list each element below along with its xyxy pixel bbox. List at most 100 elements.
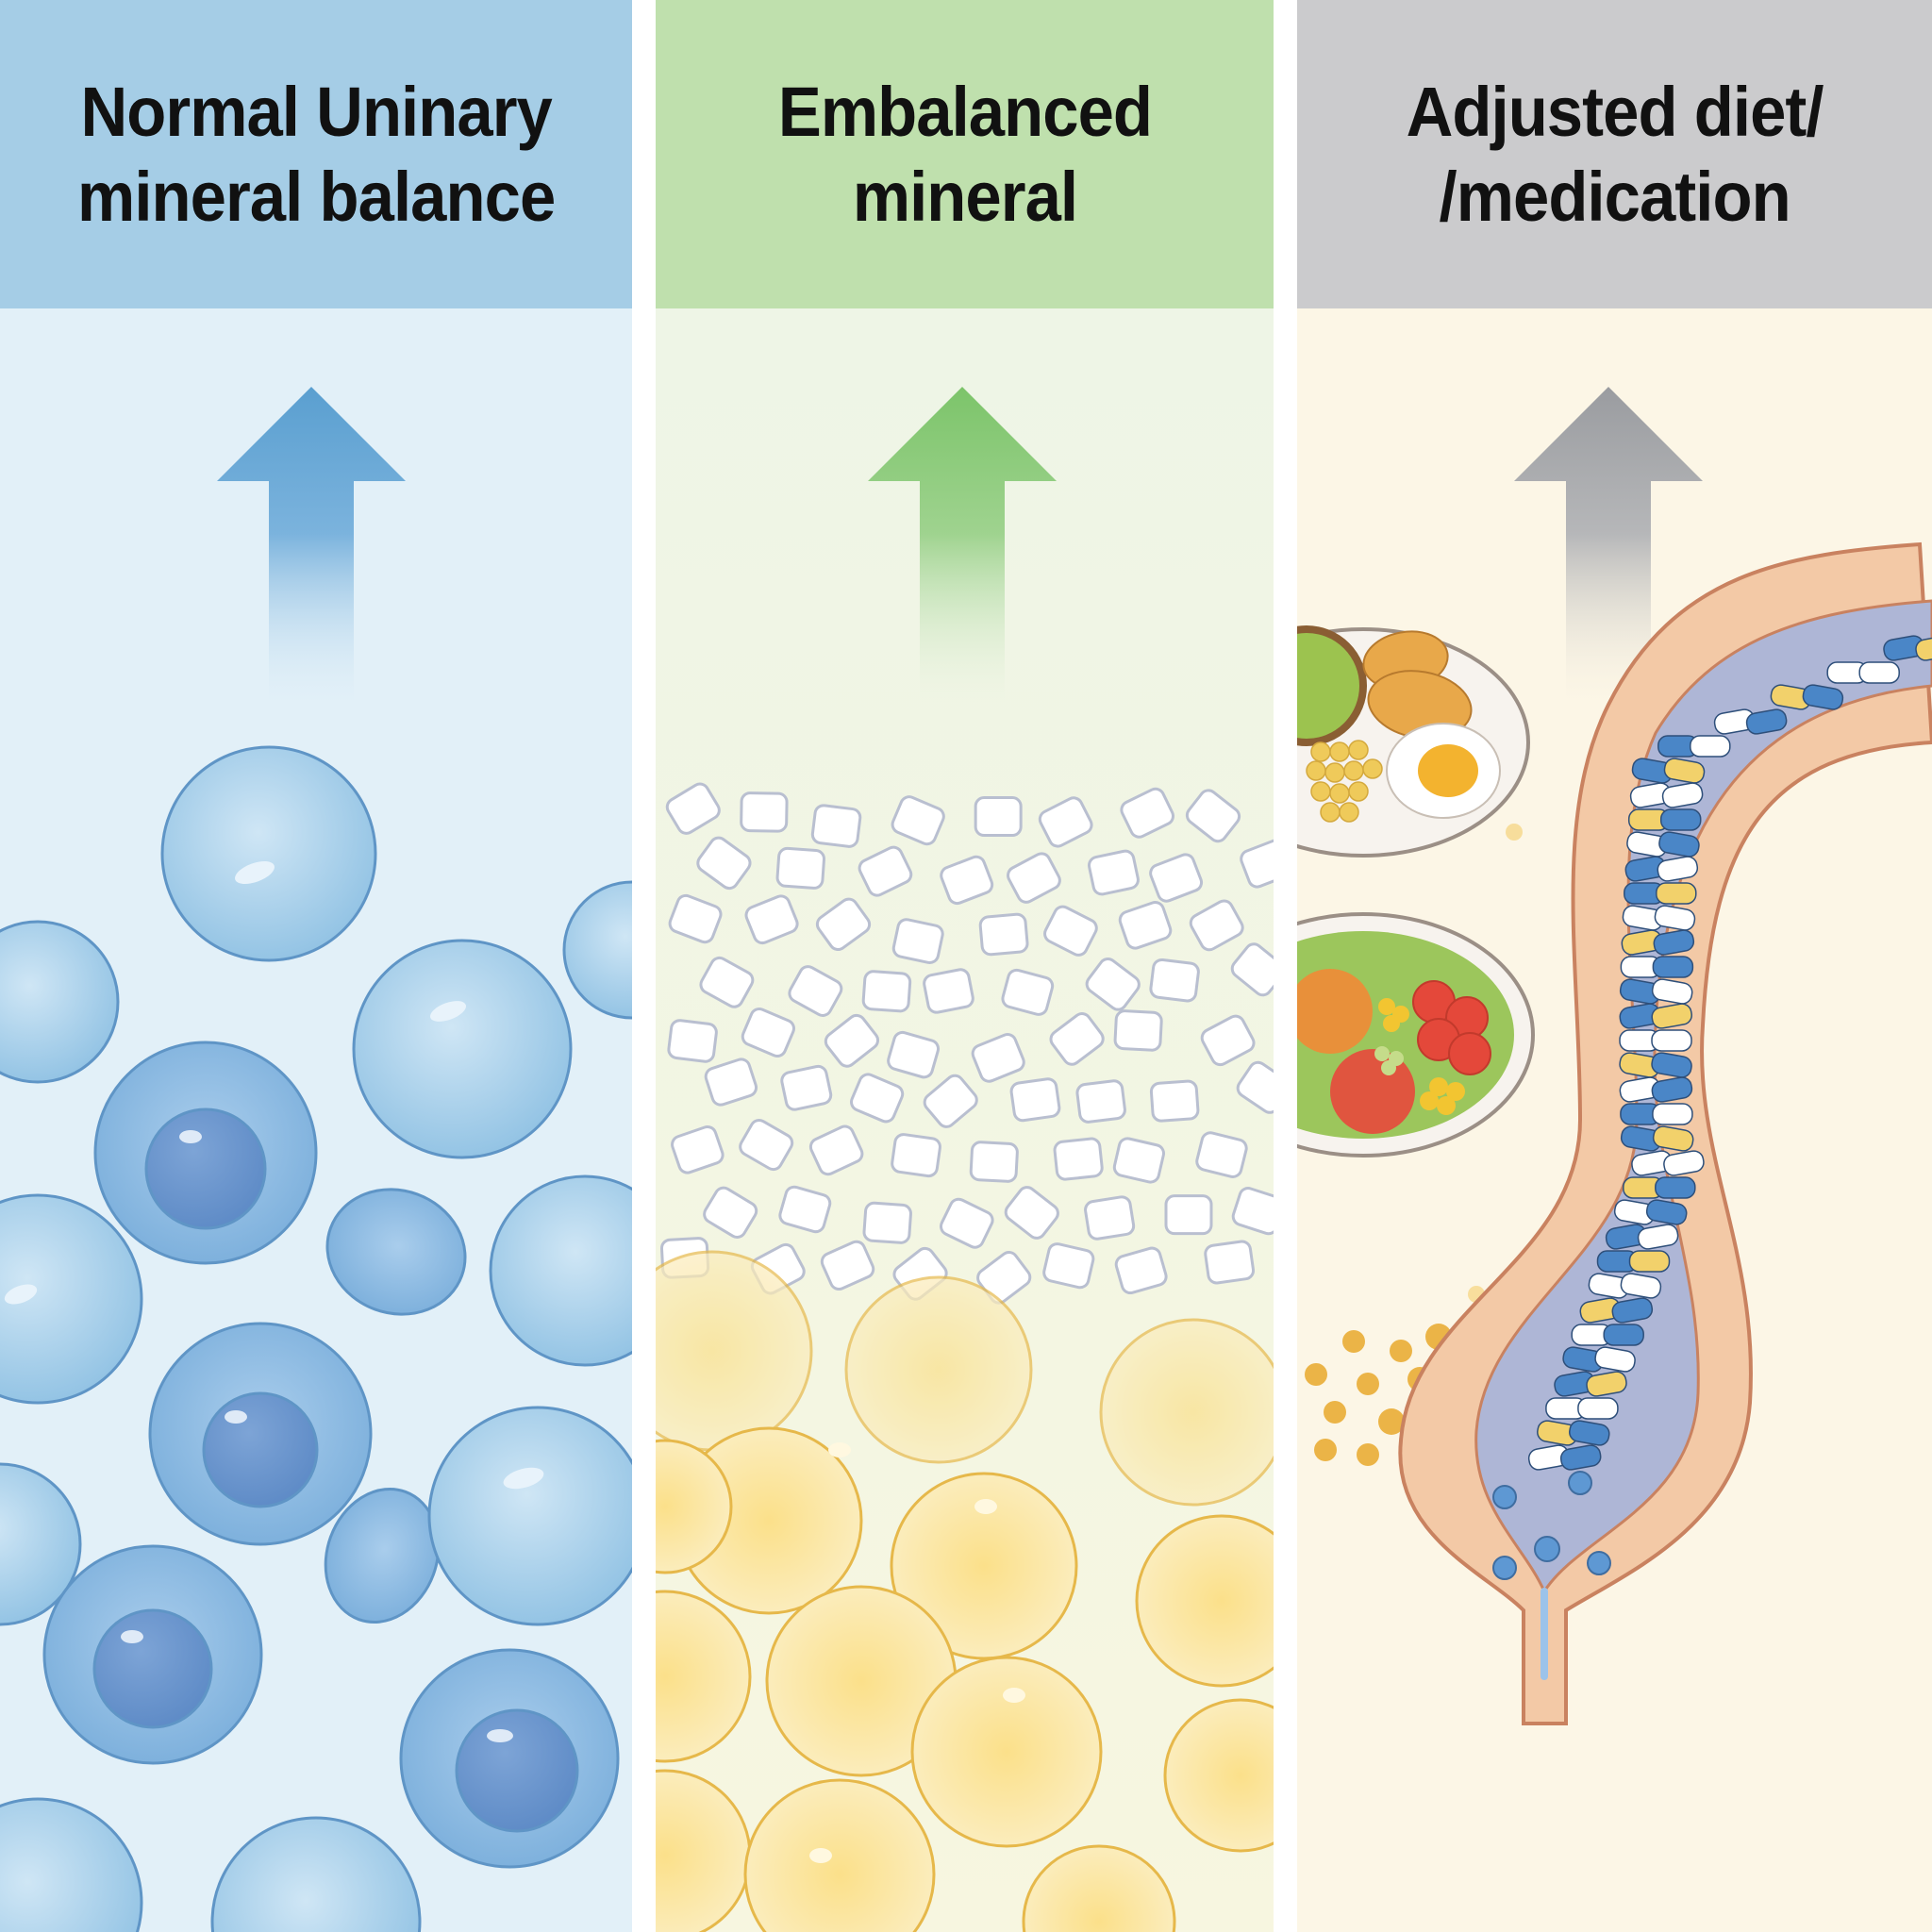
crystal: [1120, 787, 1175, 839]
crystal: [1007, 852, 1061, 904]
crystal: [891, 918, 944, 964]
crystal: [969, 1141, 1019, 1183]
pill: [1569, 1420, 1610, 1446]
crystal: [1231, 1187, 1274, 1236]
panel-header: Embalanced mineral: [656, 0, 1274, 308]
crystal: [1085, 958, 1141, 1011]
panel-title-line: mineral balance: [76, 157, 556, 236]
panel-imbalanced-mineral: Embalanced mineral: [656, 0, 1274, 1932]
crystal: [1075, 1079, 1126, 1124]
pill: [1654, 905, 1696, 931]
panel-title-line: mineral: [852, 157, 1077, 236]
crystal: [699, 956, 755, 1008]
pill: [1620, 1273, 1662, 1299]
pill: [1611, 1297, 1654, 1324]
panel-title: Adjusted diet/ /medication: [1407, 70, 1824, 240]
pill: [1628, 1250, 1671, 1273]
panel-normal-balance: Normal Uninary mineral balance: [0, 0, 632, 1932]
pill: [1559, 1444, 1602, 1471]
pill: [1661, 782, 1704, 808]
crystal: [667, 1019, 718, 1063]
pill: [1656, 882, 1697, 905]
pill: [1663, 758, 1706, 784]
imbalanced-crystals-illustration: [656, 308, 1274, 1932]
crystal: [1043, 905, 1098, 957]
crystal: [1185, 789, 1241, 843]
pill: [1657, 856, 1699, 882]
crystal: [1038, 796, 1093, 848]
up-arrow-icon: [1514, 387, 1703, 714]
pill: [1690, 735, 1731, 758]
normal-cells-illustration: [0, 387, 632, 1932]
crystal: [923, 968, 974, 1014]
pill: [1659, 808, 1702, 831]
pill: [1658, 831, 1700, 858]
plate-with-kiwi-egg-icon: [1297, 625, 1530, 858]
crystal: [1118, 901, 1173, 950]
pill: [1586, 1371, 1627, 1397]
pill: [1652, 1103, 1693, 1125]
pill: [1651, 1003, 1692, 1029]
pill: [1603, 1324, 1644, 1346]
pill: [1645, 1199, 1688, 1225]
crystal: [741, 1008, 795, 1058]
crystal: [923, 1074, 978, 1128]
crystal: [1149, 853, 1204, 903]
crystal: [1195, 1131, 1248, 1178]
panel-adjusted-diet-medication: Adjusted diet/ /medication: [1297, 0, 1932, 1932]
crystal: [978, 912, 1029, 957]
plate-with-salad-icon: [1297, 912, 1535, 1158]
crystal: [939, 1197, 994, 1249]
crystal: [1001, 968, 1055, 1016]
crystal: [1189, 899, 1244, 952]
pill: [1652, 1125, 1694, 1152]
crystal: [808, 1124, 864, 1176]
adjusted-diet-illustration: [1297, 308, 1932, 1932]
panel-title-line: Embalanced: [777, 72, 1152, 151]
crystal: [820, 1240, 875, 1291]
crystal: [1009, 1077, 1061, 1123]
panel-header: Normal Uninary mineral balance: [0, 0, 632, 308]
urinary-tract-icon: [1398, 541, 1932, 1725]
crystal: [1200, 1014, 1256, 1067]
crystal: [671, 1124, 724, 1174]
panel-title-line: /medication: [1439, 157, 1790, 236]
crystal: [1049, 1012, 1105, 1066]
crystal: [1042, 1242, 1095, 1290]
pill: [1577, 1397, 1619, 1420]
crystal: [1149, 1079, 1200, 1123]
crystal: [1204, 1240, 1256, 1285]
pill: [1594, 1346, 1636, 1373]
crystal: [668, 893, 723, 944]
crystal: [971, 1033, 1025, 1083]
pill: [1637, 1224, 1679, 1250]
crystal: [1240, 839, 1274, 889]
crystal: [887, 1030, 941, 1079]
up-arrow-icon: [217, 387, 406, 714]
pill: [1663, 1150, 1705, 1176]
crystal: [824, 1013, 880, 1068]
crystal: [858, 845, 913, 897]
crystal: [1084, 1195, 1136, 1241]
panel-title-line: Adjusted diet/: [1406, 72, 1824, 151]
crystal: [862, 1201, 912, 1244]
panel-header: Adjusted diet/ /medication: [1297, 0, 1932, 308]
crystal: [1114, 1246, 1168, 1295]
pill: [1651, 1052, 1692, 1078]
panel-title: Normal Uninary mineral balance: [76, 70, 556, 240]
panel-title: Embalanced mineral: [777, 70, 1152, 240]
crystal: [1004, 1186, 1059, 1240]
pill: [1745, 708, 1788, 735]
pill: [1655, 1176, 1696, 1199]
crystal: [891, 1133, 941, 1178]
crystal: [788, 965, 843, 1017]
pill: [1651, 1076, 1693, 1103]
crystal: [778, 1185, 832, 1234]
crystal: [1113, 1009, 1163, 1052]
pill: [1802, 684, 1844, 710]
crystal: [1112, 1137, 1165, 1184]
crystal: [739, 1119, 794, 1172]
crystal: [974, 796, 1023, 838]
pills-icon: [1527, 635, 1932, 1471]
crystal: [703, 1186, 758, 1239]
